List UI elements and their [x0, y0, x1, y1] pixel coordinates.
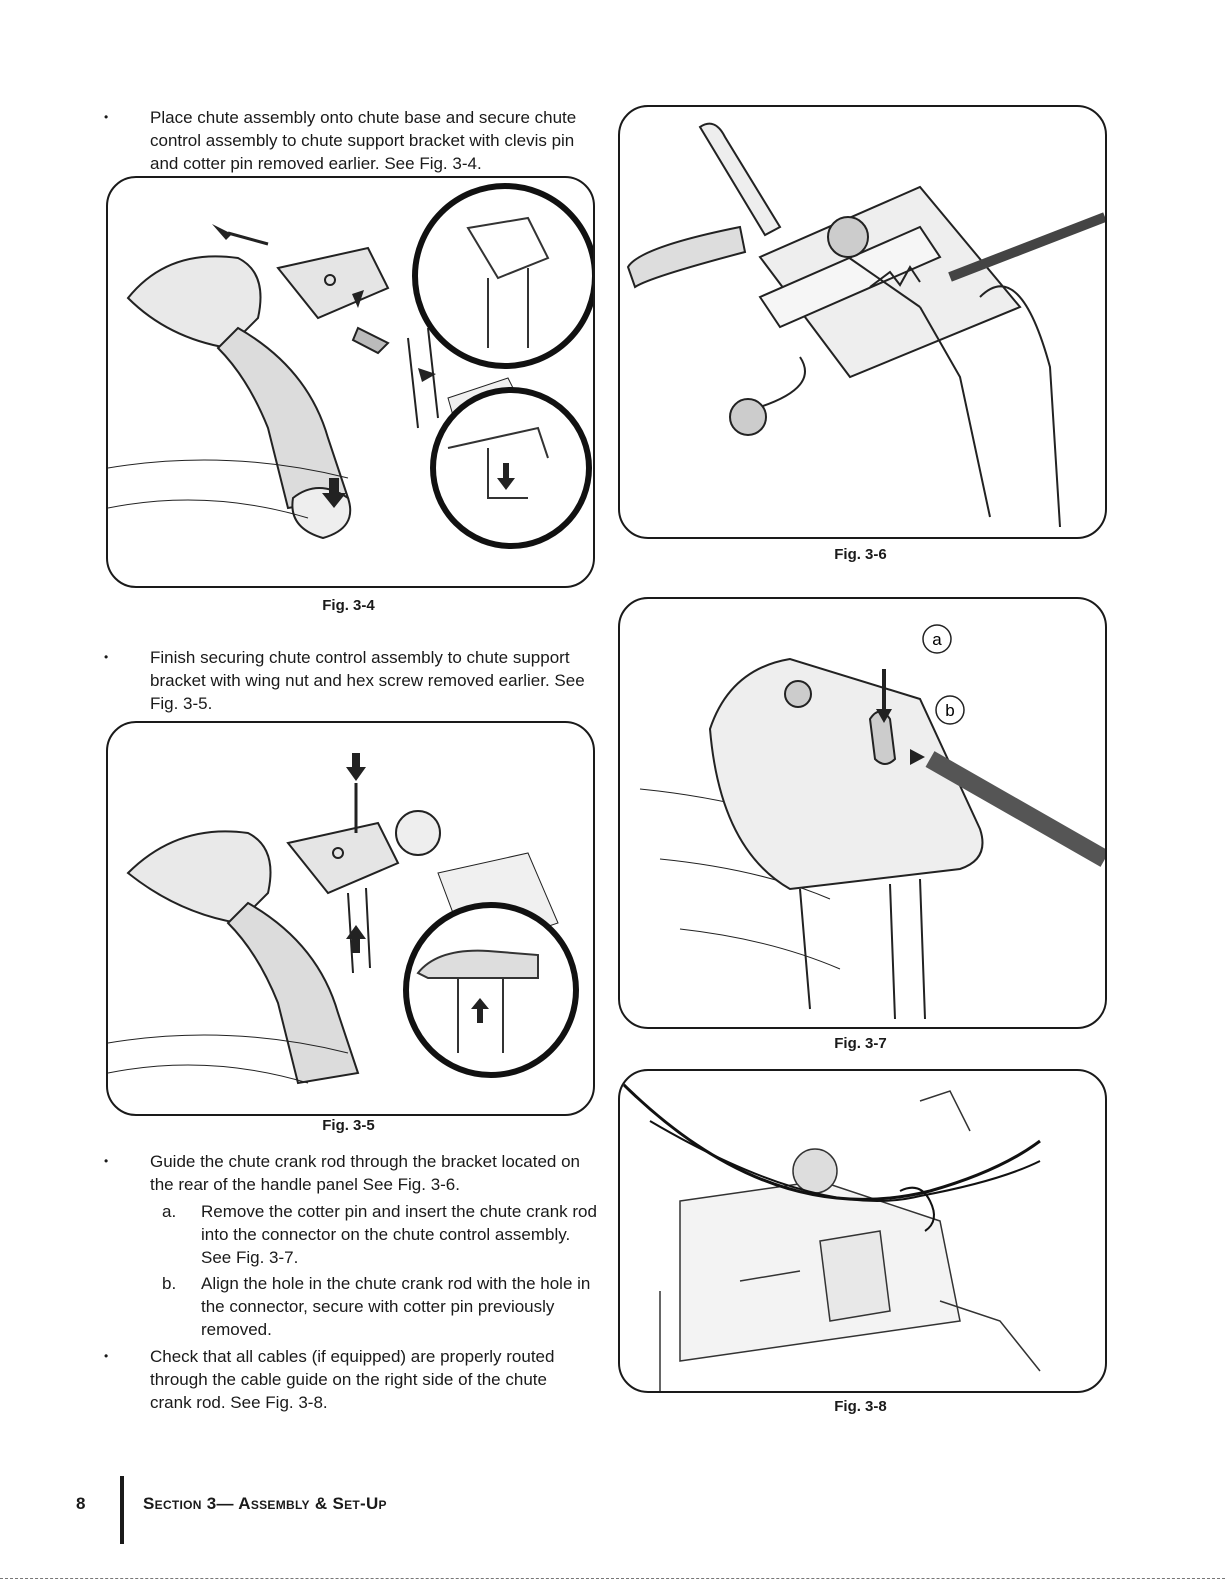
handle-panel-illustration [626, 122, 1105, 528]
detail-inset [403, 902, 579, 1078]
figure-caption: Fig. 3-8 [834, 1398, 887, 1415]
chute-bracket-illustration [108, 753, 579, 1085]
step-finish-securing: Finish securing chute control assembly t… [150, 648, 585, 713]
figure-3-4-illustration [106, 176, 595, 588]
bullet: • [104, 1154, 109, 1168]
page-number: 8 [76, 1494, 86, 1513]
footer-divider [120, 1476, 124, 1544]
bullet: • [104, 110, 109, 124]
section-title: Section 3— Assembly & Set-Up [143, 1494, 387, 1513]
figure-caption: Fig. 3-5 [322, 1117, 375, 1134]
detail-inset-bottom [430, 387, 592, 549]
figure-caption: Fig. 3-7 [834, 1035, 887, 1052]
figure-caption: Fig. 3-6 [834, 546, 887, 563]
substep-letter: b. [162, 1274, 177, 1293]
figure-3-6-illustration [618, 105, 1107, 539]
bullet: • [104, 1349, 109, 1363]
chute-crank-connector-illustration: a b [639, 624, 1105, 1020]
callout-b-label: b [945, 701, 954, 720]
figure-3-5-illustration [106, 721, 595, 1116]
bullet: • [104, 650, 109, 664]
substep-letter: a. [162, 1202, 177, 1221]
callout-a-circle [922, 624, 952, 654]
substep-remove-cotter-pin: Remove the cotter pin and insert the chu… [201, 1202, 597, 1267]
callout-b-circle [935, 695, 965, 725]
chute-assembly-illustration [108, 183, 593, 549]
step-place-chute: Place chute assembly onto chute base and… [150, 108, 577, 173]
step-guide-rod: Guide the chute crank rod through the br… [150, 1152, 580, 1194]
figure-caption: Fig. 3-4 [322, 597, 375, 614]
step-check-cables: Check that all cables (if equipped) are … [150, 1347, 555, 1412]
substep-align-hole: Align the hole in the chute crank rod wi… [201, 1274, 591, 1339]
callout-a-label: a [932, 630, 942, 649]
page-bottom-edge [0, 1578, 1225, 1579]
figure-3-7-illustration: a b [618, 597, 1107, 1029]
figure-3-8-illustration [618, 1069, 1107, 1393]
cable-guide-illustration [620, 1079, 1041, 1391]
